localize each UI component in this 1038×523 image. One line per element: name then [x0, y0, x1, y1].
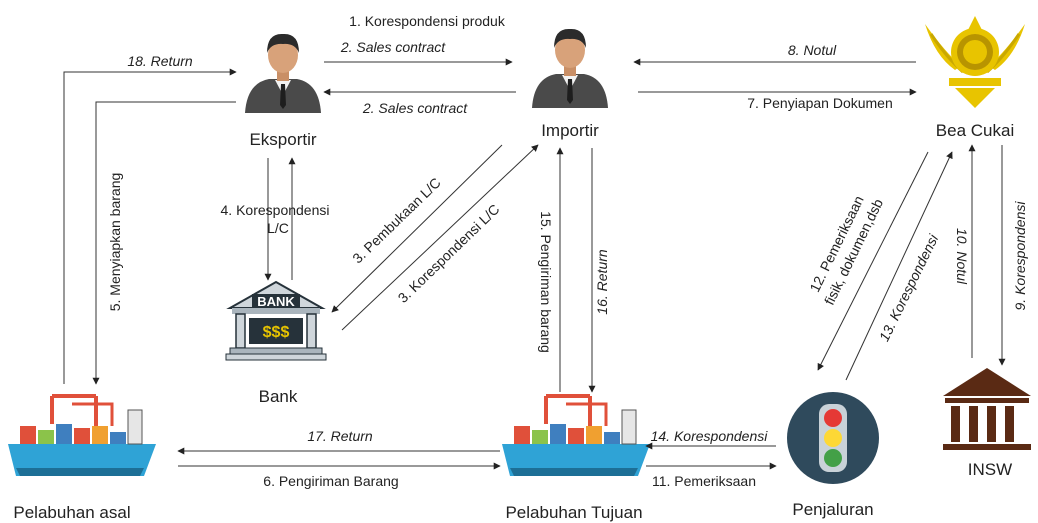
edge-1-label: 1. Korespondensi produk	[349, 13, 506, 29]
node-eksportir-label: Eksportir	[249, 130, 316, 149]
traffic-light-icon	[787, 392, 879, 484]
edge-8-label: 8. Notul	[788, 42, 837, 58]
edge-5-arrow	[92, 101, 236, 385]
edge-6-label: 6. Pengiriman Barang	[263, 473, 398, 489]
edge-11-label: 11. Pemeriksaan	[652, 473, 756, 489]
edge-16-label: 16. Return	[594, 249, 610, 315]
node-insw-label: INSW	[968, 460, 1012, 479]
eksportir-person-icon	[245, 33, 321, 113]
edge-2b-label: 2. Sales contract	[362, 100, 468, 116]
edge-14-label: 14. Korespondensi	[651, 428, 769, 444]
edge-15-label: 15. Pengiriman barang	[538, 211, 554, 353]
edge-4-label-line2: L/C	[267, 220, 289, 236]
edge-3a-arrow	[331, 144, 503, 313]
edge-13-arrow	[845, 151, 953, 381]
edge-5-label: 5. Menyiapkan barang	[107, 173, 123, 312]
edge-10-label: 10. Notul	[954, 228, 970, 285]
bank-sign-text: BANK	[257, 294, 295, 309]
edge-3a-label: 3. Pembukaan L/C	[349, 174, 444, 266]
bank-money-text: $$$	[263, 324, 290, 341]
edge-17-label: 17. Return	[307, 428, 373, 444]
edge-4-label-line1: 4. Korespondensi	[221, 202, 330, 218]
edge-2a-label: 2. Sales contract	[340, 39, 446, 55]
node-bank-label: Bank	[259, 387, 298, 406]
edge-7-label: 7. Penyiapan Dokumen	[747, 95, 893, 111]
edge-13-label: 13. Korespondensi	[876, 231, 942, 344]
insw-building-icon	[943, 368, 1031, 450]
node-penjaluran-label: Penjaluran	[792, 500, 873, 519]
edge-18-arrow	[63, 68, 237, 384]
ship-tujuan-icon	[502, 394, 650, 476]
node-importir-label: Importir	[541, 121, 599, 140]
bank-building-icon: BANK $$$	[225, 280, 327, 361]
node-bea-cukai-label: Bea Cukai	[936, 121, 1014, 140]
importir-person-icon	[532, 28, 608, 108]
node-pelabuhan-tujuan-label: Pelabuhan Tujuan	[505, 503, 642, 522]
edge-3b-arrow	[341, 144, 539, 331]
ship-asal-icon	[8, 394, 156, 476]
node-pelabuhan-asal-label: Pelabuhan asal	[13, 503, 130, 522]
edge-12-arrow	[817, 151, 929, 371]
edge-18-label: 18. Return	[127, 53, 193, 69]
edge-9-label: 9. Korespondensi	[1012, 201, 1028, 311]
bea-cukai-emblem-icon	[925, 16, 1025, 108]
